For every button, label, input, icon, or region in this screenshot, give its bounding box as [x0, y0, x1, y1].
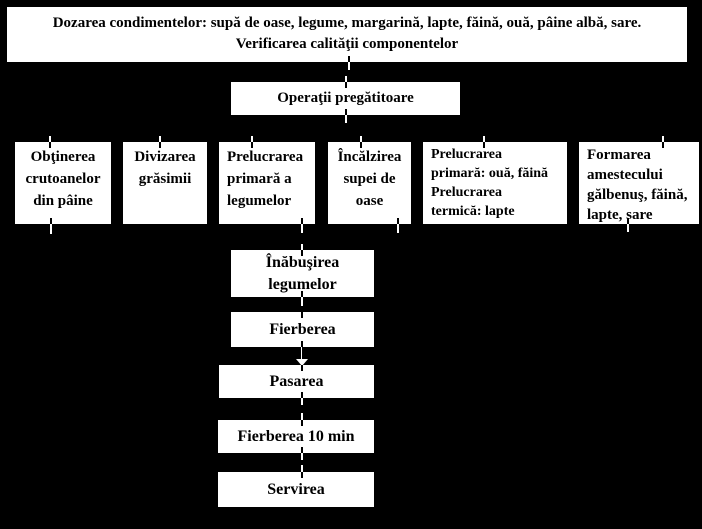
connector-notch — [301, 392, 303, 398]
branch-line: crutoanelor — [25, 171, 101, 187]
branch-line: lapte, sare — [587, 207, 653, 223]
branch-box-croutons: Obţinerea crutoanelor din pâine — [15, 142, 111, 224]
connector-stub — [662, 136, 664, 142]
connector-stub — [301, 398, 303, 405]
connector-stub — [397, 224, 399, 233]
title-box: Dozarea condimentelor: supă de oase, leg… — [7, 7, 687, 62]
connector-notch — [301, 312, 303, 318]
step-line: Înăbuşirea — [265, 254, 340, 271]
step-box-stewing-vegetables: Înăbuşirea legumelor — [231, 250, 374, 297]
step-line: legumelor — [268, 276, 337, 293]
connector-notch — [662, 142, 664, 148]
connector-notch — [301, 291, 303, 297]
connector-notch — [483, 142, 485, 148]
connector-notch — [345, 109, 347, 115]
connector-notch — [397, 218, 399, 224]
branch-line: Prelucrarea — [227, 149, 304, 165]
connector-notch — [348, 56, 350, 62]
connector-notch — [345, 82, 347, 88]
connector-notch — [50, 218, 52, 224]
connector-stub — [348, 62, 350, 70]
branch-line: primară a — [227, 171, 292, 187]
connector-stub — [627, 224, 629, 232]
branch-line: Prelucrarea — [431, 147, 503, 162]
connector-notch — [301, 341, 303, 347]
branch-line: supei de — [343, 171, 396, 187]
branch-line: legumelor — [227, 193, 292, 209]
branch-line: Formarea — [587, 147, 651, 163]
branch-box-mixture: Formarea amestecului gălbenuş, făină, la… — [579, 142, 699, 224]
step-line: Servirea — [267, 481, 325, 498]
prep-label: Operaţii pregătitoare — [277, 90, 414, 106]
branch-box-bone-soup: Încălzirea supei de oase — [328, 142, 411, 224]
connector-stub — [159, 136, 161, 142]
step-box-boiling-10min: Fierberea 10 min — [218, 420, 374, 453]
connector-stub — [251, 136, 253, 142]
connector-stub — [360, 136, 362, 142]
connector-notch — [301, 472, 303, 478]
branch-line: Prelucrarea — [431, 185, 503, 200]
branch-line: din pâine — [33, 193, 93, 209]
branch-line: grăsimii — [138, 171, 192, 187]
connector-notch — [301, 218, 303, 224]
branch-box-vegetables: Prelucrarea primară a legumelor — [219, 142, 315, 224]
connector-stub — [301, 244, 303, 250]
connector-stub — [50, 224, 52, 234]
step-box-serving: Servirea — [218, 472, 374, 507]
branch-line: gălbenuş, făină, — [587, 187, 688, 203]
branch-line: Divizarea — [134, 149, 196, 165]
title-line-1: Dozarea condimentelor: supă de oase, leg… — [52, 15, 642, 31]
branch-line: amestecului — [587, 167, 663, 183]
connector-notch — [251, 142, 253, 148]
step-box-straining: Pasarea — [219, 365, 374, 398]
connector-notch — [301, 250, 303, 256]
connector-notch — [627, 218, 629, 224]
connector-stub — [49, 136, 51, 142]
step-line: Fierberea — [269, 321, 336, 338]
branch-line: oase — [355, 193, 384, 209]
title-line-2: Verificarea calităţii componentelor — [235, 36, 459, 52]
connector-stub — [301, 413, 303, 420]
connector-notch — [360, 142, 362, 148]
step-line: Fierberea 10 min — [237, 428, 355, 445]
connector-notch — [301, 447, 303, 453]
branch-line: Încălzirea — [337, 149, 402, 165]
connector-stub — [301, 453, 303, 460]
step-line: Pasarea — [269, 373, 324, 390]
branch-line: primară: ouă, făină — [431, 166, 549, 181]
connector-stub — [345, 76, 347, 82]
branch-line: termică: lapte — [431, 204, 515, 219]
connector-stub — [483, 136, 485, 142]
branch-line: Obţinerea — [30, 149, 96, 165]
connector-stub — [301, 347, 302, 360]
connector-notch — [301, 420, 303, 426]
connector-notch — [301, 365, 303, 371]
connector-notch — [49, 142, 51, 148]
branch-box-eggs-flour: Prelucrarea primară: ouă, făină Prelucra… — [423, 142, 567, 224]
connector-notch — [159, 142, 161, 148]
connector-stub — [301, 297, 303, 306]
connector-stub — [301, 465, 303, 472]
connector-stub — [301, 224, 303, 233]
down-arrowhead — [296, 359, 308, 366]
connector-stub — [345, 115, 347, 123]
branch-box-fat-division: Divizarea grăsimii — [123, 142, 207, 224]
